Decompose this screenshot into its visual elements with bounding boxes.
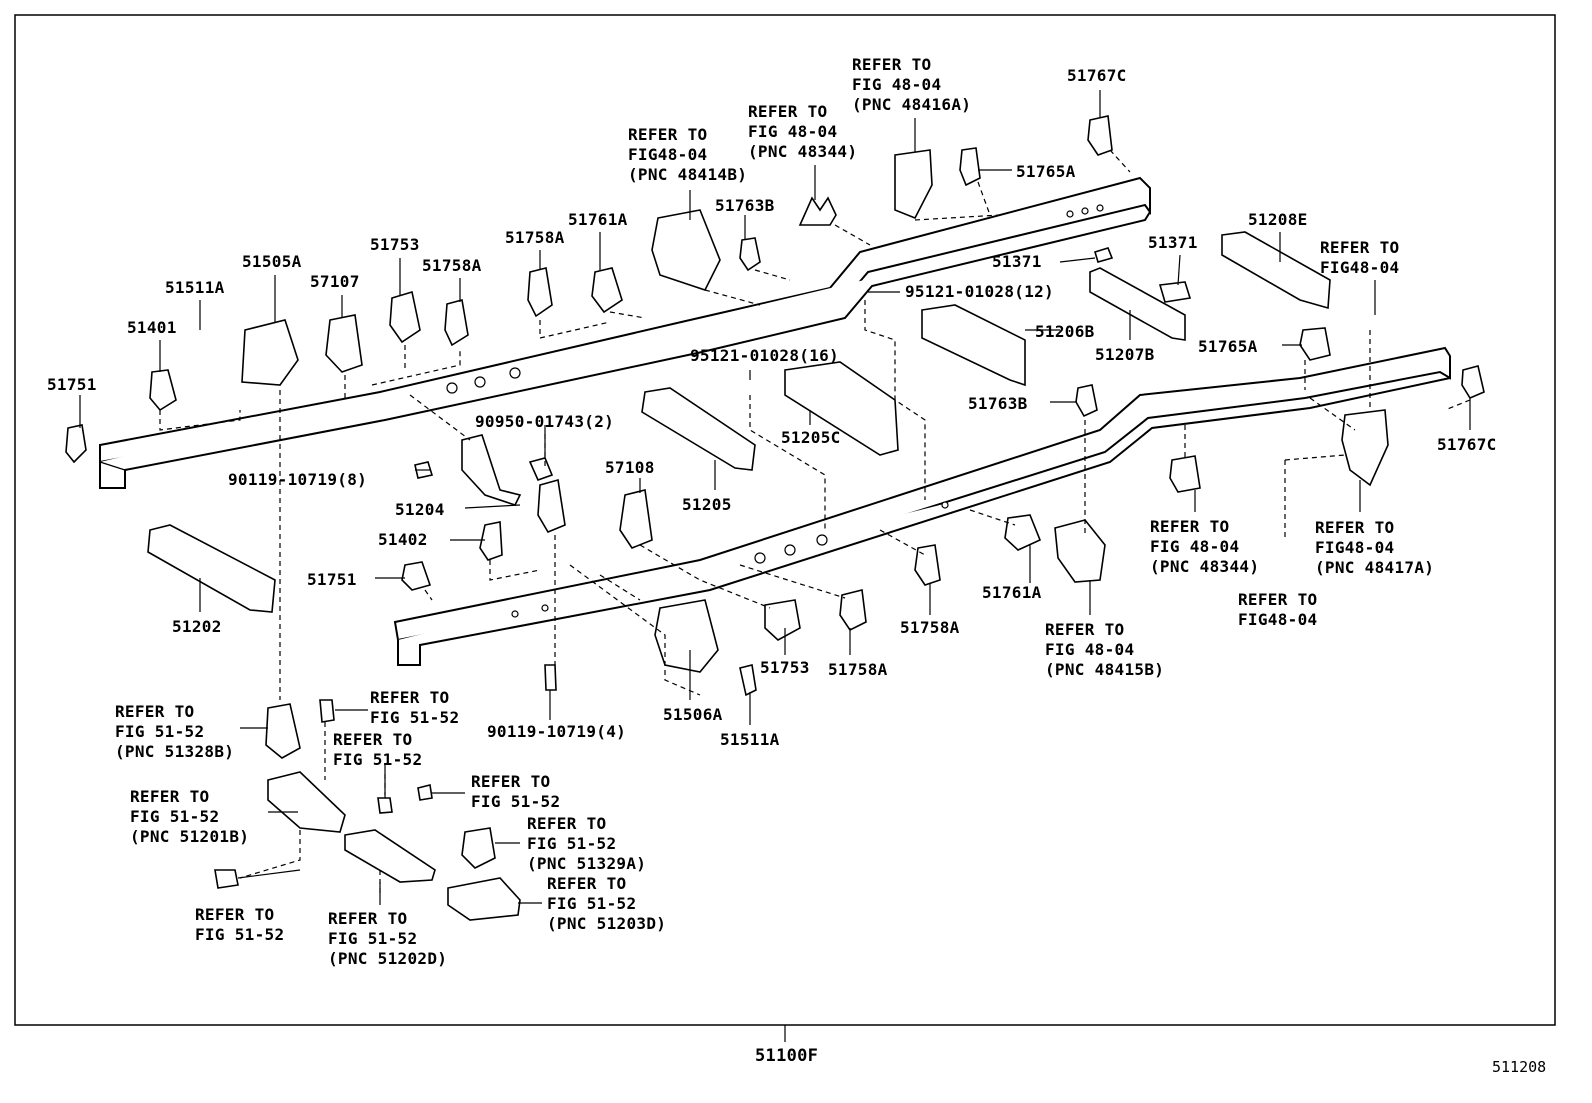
label-51207b: 51207B <box>1095 345 1155 364</box>
label-ref-fig4804-low: REFER TO FIG48-04 <box>1238 590 1318 629</box>
label-51206b: 51206B <box>1035 322 1095 341</box>
label-51371-left: 51371 <box>992 252 1042 271</box>
label-ref-51201b: REFER TO FIG 51-52 (PNC 51201B) <box>130 787 250 846</box>
label-51758a-low2: 51758A <box>828 660 888 679</box>
label-ref-fig4804-right: REFER TO FIG48-04 <box>1320 238 1400 277</box>
label-51506a: 51506A <box>663 705 723 724</box>
label-ref-48417a: REFER TO FIG48-04 (PNC 48417A) <box>1315 518 1435 577</box>
label-51758a-top2: 51758A <box>505 228 565 247</box>
label-ref-51202d: REFER TO FIG 51-52 (PNC 51202D) <box>328 909 448 968</box>
figure-code: 511208 <box>1492 1058 1547 1076</box>
label-ref-48414b: REFER TO FIG48-04 (PNC 48414B) <box>628 125 748 184</box>
label-51401: 51401 <box>127 318 177 337</box>
label-bolt-90119-8: 90119-10719(8) <box>228 470 368 489</box>
label-51758a-top1: 51758A <box>422 256 482 275</box>
label-57108: 57108 <box>605 458 655 477</box>
label-bolt-90119-4: 90119-10719(4) <box>487 722 627 741</box>
label-51204: 51204 <box>395 500 445 519</box>
leader-lines <box>79 90 1471 905</box>
right-frame-rail <box>393 346 1451 666</box>
label-51767c-top: 51767C <box>1067 66 1127 85</box>
label-bolt-95121-16: 95121-01028(16) <box>690 346 839 365</box>
label-51205c: 51205C <box>781 428 841 447</box>
label-ref-51328b: REFER TO FIG 51-52 (PNC 51328B) <box>115 702 235 761</box>
label-51205: 51205 <box>682 495 732 514</box>
label-51505a: 51505A <box>242 252 302 271</box>
label-51402: 51402 <box>378 530 428 549</box>
label-51202: 51202 <box>172 617 222 636</box>
brackets <box>65 115 1485 921</box>
label-51751-left: 51751 <box>47 375 97 394</box>
label-51761a-top: 51761A <box>568 210 628 229</box>
label-51765a-top: 51765A <box>1016 162 1076 181</box>
left-frame-rail <box>99 176 1151 489</box>
label-51758a-low1: 51758A <box>900 618 960 637</box>
label-51767c-right: 51767C <box>1437 435 1497 454</box>
label-57107: 57107 <box>310 272 360 291</box>
label-51761a-low: 51761A <box>982 583 1042 602</box>
label-ref-48344-top: REFER TO FIG 48-04 (PNC 48344) <box>748 102 858 161</box>
label-51765a-right: 51765A <box>1198 337 1258 356</box>
label-ref-5152-a: REFER TO FIG 51-52 <box>370 688 460 727</box>
label-ref-5152-b: REFER TO FIG 51-52 <box>333 730 423 769</box>
label-51753-low: 51753 <box>760 658 810 677</box>
label-51371-right: 51371 <box>1148 233 1198 252</box>
label-ref-51329a: REFER TO FIG 51-52 (PNC 51329A) <box>527 814 647 873</box>
label-51753-top: 51753 <box>370 235 420 254</box>
label-51511a-low: 51511A <box>720 730 780 749</box>
assembly-part-number: 51100F <box>755 1046 819 1066</box>
label-51751-mid: 51751 <box>307 570 357 589</box>
label-51763b-right: 51763B <box>968 394 1028 413</box>
label-bolt-95121-12: 95121-01028(12) <box>905 282 1054 301</box>
label-ref-48344-low: REFER TO FIG 48-04 (PNC 48344) <box>1150 517 1260 576</box>
label-ref-5152-c: REFER TO FIG 51-52 <box>471 772 561 811</box>
label-51511a-top: 51511A <box>165 278 225 297</box>
label-51763b-top: 51763B <box>715 196 775 215</box>
label-bolt-90950: 90950-01743(2) <box>475 412 615 431</box>
label-ref-48416a: REFER TO FIG 48-04 (PNC 48416A) <box>852 55 972 114</box>
label-51208e: 51208E <box>1248 210 1308 229</box>
label-ref-51203d: REFER TO FIG 51-52 (PNC 51203D) <box>547 874 667 933</box>
label-ref-5152-d: REFER TO FIG 51-52 <box>195 905 285 944</box>
label-ref-48415b: REFER TO FIG 48-04 (PNC 48415B) <box>1045 620 1165 679</box>
